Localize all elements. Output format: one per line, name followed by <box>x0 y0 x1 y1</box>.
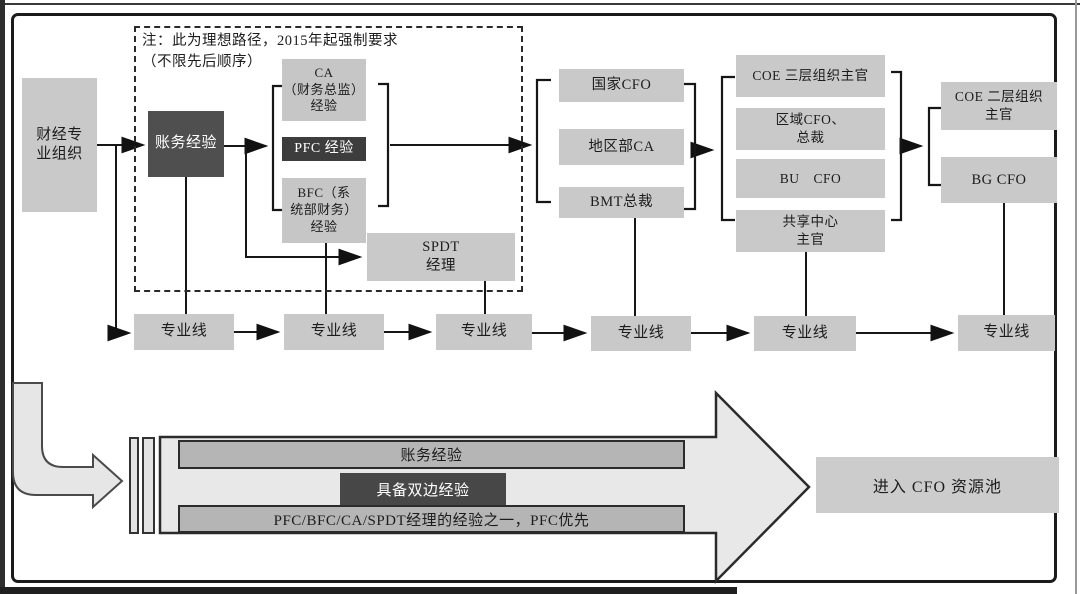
box-ca-exp: CA （财务总监） 经验 <box>282 59 366 121</box>
scan-edge-right <box>1075 0 1077 594</box>
box-shared-center-chief: 共享中心 主官 <box>736 210 885 252</box>
scan-edge-left <box>0 0 5 594</box>
box-professional-line-1: 专业线 <box>134 314 234 350</box>
box-regional-cfo: 区域CFO、 总裁 <box>736 108 885 150</box>
box-professional-line-6: 专业线 <box>958 315 1055 351</box>
box-coe-l2-chief: COE 二层组织 主官 <box>941 82 1057 130</box>
funnel-bar-accounting: 账务经验 <box>178 440 685 469</box>
box-bg-cfo: BG CFO <box>941 157 1057 203</box>
group-brackets <box>271 70 941 222</box>
box-bmt-president: BMT总裁 <box>559 187 684 218</box>
box-professional-line-5: 专业线 <box>754 316 856 351</box>
box-accounting-exp: 账务经验 <box>148 111 224 177</box>
box-bu-cfo: BU CFO <box>736 159 885 198</box>
funnel-bar-pfc-priority: PFC/BFC/CA/SPDT经理的经验之一，PFC优先 <box>178 505 685 533</box>
box-cfo-pool: 进入 CFO 资源池 <box>816 457 1059 513</box>
flow-arrows <box>97 136 1005 342</box>
box-region-ca: 地区部CA <box>559 129 684 165</box>
box-professional-line-3: 专业线 <box>436 314 532 350</box>
box-professional-line-4: 专业线 <box>591 316 691 351</box>
box-finance-org: 财经专 业组织 <box>22 78 97 212</box>
box-spdt-manager: SPDT 经理 <box>367 233 515 281</box>
figure-frame <box>11 13 1057 583</box>
box-pfc-exp: PFC 经验 <box>282 137 366 161</box>
box-coe-l3-chief: COE 三层组织主官 <box>736 55 885 97</box>
funnel-bar-bilateral: 具备双边经验 <box>340 473 506 505</box>
gate-bar-1 <box>129 437 139 534</box>
box-professional-line-2: 专业线 <box>284 314 384 350</box>
scan-edge-top <box>5 3 1080 5</box>
gate-bar-2 <box>142 437 155 534</box>
scan-edge-bottom <box>0 587 737 594</box>
bent-entry-arrow <box>12 382 124 510</box>
note-text: 注：此为理想路径，2015年起强制要求 （不限先后顺序） <box>142 33 398 71</box>
box-country-cfo: 国家CFO <box>559 69 684 102</box>
ideal-path-dashed-box <box>134 26 523 292</box>
box-bfc-exp: BFC（系 统部财务） 经验 <box>282 178 366 243</box>
